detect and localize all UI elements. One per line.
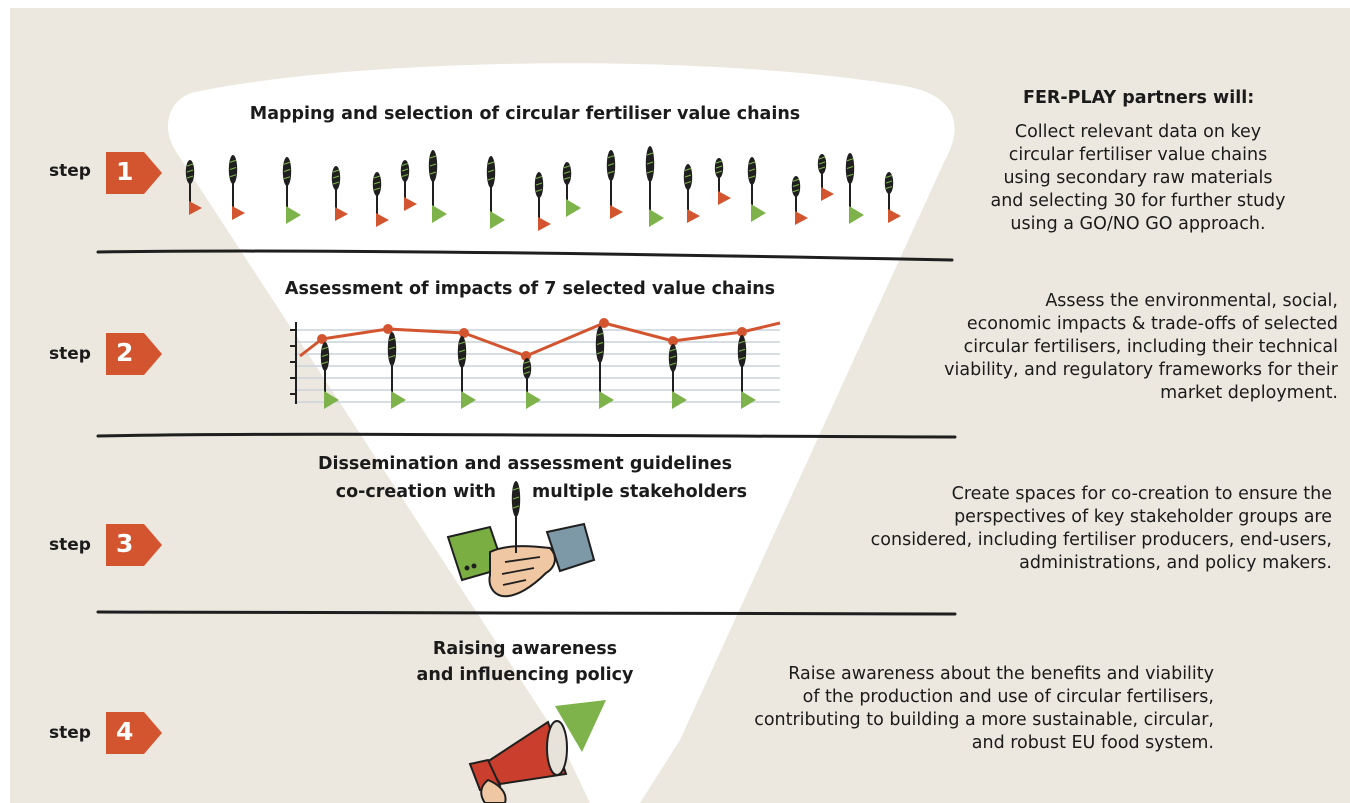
step-1-title: Mapping and selection of circular fertil… [249,104,801,124]
step-3-description: Create spaces for co-creation to ensure … [870,484,1332,573]
go-triangle-icon [751,204,766,222]
value-chain-wheat-field [185,146,901,231]
wheat-icon [747,157,757,213]
wheat-icon [534,172,544,224]
handshake-icon [446,522,596,598]
impact-line-chart-icon [290,318,781,404]
go-triangle-icon [526,391,541,409]
no-go-triangle-icon [610,205,623,219]
no-go-triangle-icon [404,197,417,211]
partners-heading: FER-PLAY partners will: [1023,88,1255,108]
no-go-triangle-icon [718,191,731,205]
step-number-1: 1 [116,157,134,186]
wheat-icon [511,481,521,553]
wheat-icon [282,157,292,215]
go-triangle-icon [490,211,505,229]
no-go-triangle-icon [795,211,808,225]
funnel-shape [167,63,955,803]
go-triangle-icon [391,391,406,409]
wheat-icon [645,146,655,218]
step-badge-1 [106,152,162,194]
no-go-triangle-icon [335,207,348,221]
wheat-icon [185,160,195,208]
no-go-triangle-icon [538,217,551,231]
step-label-2: step [49,344,91,364]
go-triangle-icon [461,391,476,409]
megaphone-icon [468,700,606,803]
step-label-3: step [49,535,91,555]
step-badge-4 [106,712,162,754]
no-go-triangle-icon [821,187,834,201]
step-4-title-line-1: Raising awareness [432,639,618,659]
selected-value-chains-wheat [320,326,756,409]
step-2-description: Assess the environmental, social, econom… [944,291,1338,403]
go-triangle-icon [672,391,687,409]
step-badge-3 [106,524,162,566]
step-label-1: step [49,161,91,181]
wheat-icon [668,344,678,400]
step-number-3: 3 [116,529,134,558]
go-triangle-icon [432,205,447,223]
no-go-triangle-icon [687,209,700,223]
go-triangle-icon [566,199,581,217]
step-number-2: 2 [116,338,134,367]
go-triangle-icon [599,391,614,409]
step-label-4: step [49,723,91,743]
step-1-description: Collect relevant data on key circular fe… [990,122,1286,234]
separator-line-2 [96,432,957,439]
no-go-triangle-icon [376,213,389,227]
no-go-triangle-icon [232,206,245,220]
no-go-triangle-icon [888,209,901,223]
go-triangle-icon [741,391,756,409]
go-triangle-icon [849,206,864,224]
step-3-title-line-1: Dissemination and assessment guidelines [317,454,733,474]
step-4-description: Raise awareness about the benefits and v… [754,664,1214,753]
wheat-icon [387,332,397,400]
stakeholder-wheat [511,481,521,553]
wheat-icon [522,358,532,400]
step-2-title: Assessment of impacts of 7 selected valu… [284,279,776,299]
go-triangle-icon [286,206,301,224]
go-triangle-icon [324,391,339,409]
go-triangle-icon [649,209,664,227]
step-4-title-line-2: and influencing policy [416,665,634,685]
no-go-triangle-icon [189,201,202,215]
step-number-4: 4 [116,717,134,746]
separator-line-1 [96,249,954,262]
separator-line-3 [96,609,957,616]
step-3-title-line-2b: multiple stakeholders [532,482,748,502]
step-badge-2 [106,333,162,375]
step-3-title-line-2a: co-creation with [335,482,496,502]
